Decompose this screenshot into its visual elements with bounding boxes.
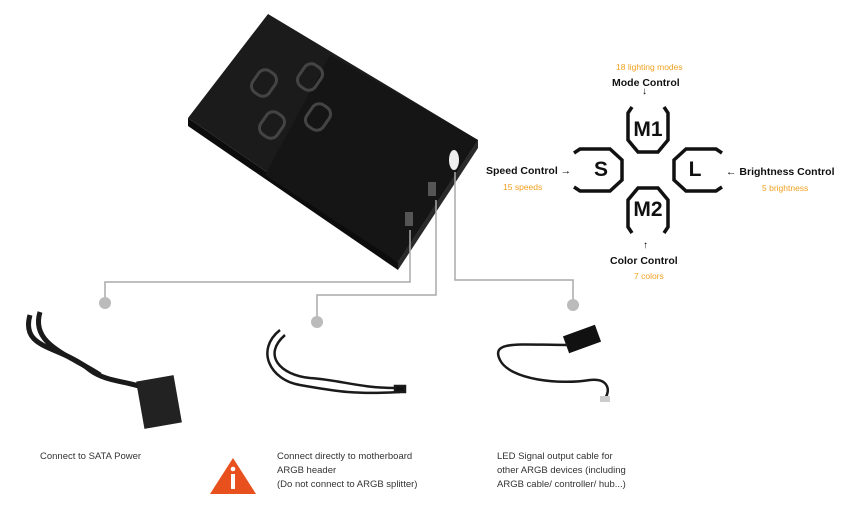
- warning-icon: [210, 458, 256, 494]
- caption-line: ARGB header: [277, 465, 337, 476]
- speed-control-detail: 15 speeds: [503, 182, 543, 192]
- connector-lines: [104, 172, 574, 318]
- caption-line: LED Signal output cable for: [497, 451, 613, 462]
- controller-device: [188, 14, 478, 270]
- argb-caption: Connect directly to motherboard ARGB hea…: [277, 450, 417, 492]
- mode-control-detail: 18 lighting modes: [616, 62, 683, 72]
- caption-line: ARGB cable/ controller/ hub...): [497, 479, 626, 490]
- caption-line: Connect directly to motherboard: [277, 451, 413, 462]
- led-caption: LED Signal output cable for other ARGB d…: [497, 450, 626, 492]
- brightness-control-label: ← Brightness Control: [726, 166, 835, 178]
- sata-cable: [25, 311, 182, 429]
- m2-button: M2: [633, 198, 663, 221]
- color-control-detail: 7 colors: [634, 271, 664, 281]
- sata-connector-dot: [99, 297, 111, 309]
- caption-line: other ARGB devices (including: [497, 465, 626, 476]
- led-connector-dot: [567, 299, 579, 311]
- button-layout-diagram: [573, 106, 723, 234]
- color-control-label: Color Control: [610, 255, 678, 267]
- argb-cable: [266, 329, 407, 395]
- l-button: L: [688, 158, 702, 181]
- m1-button: M1: [633, 118, 663, 141]
- s-button: S: [593, 158, 608, 181]
- caption-line: (Do not connect to ARGB splitter): [277, 479, 418, 490]
- up-arrow-icon: ↑: [643, 240, 648, 251]
- argb-connector-dot: [311, 316, 323, 328]
- down-arrow-icon: ↓: [642, 86, 647, 97]
- mode-control-label: Mode Control: [612, 77, 680, 89]
- brightness-control-detail: 5 brightness: [762, 183, 809, 193]
- led-cable: [496, 324, 610, 402]
- sata-caption: Connect to SATA Power: [40, 451, 142, 462]
- speed-control-label: Speed Control →: [486, 165, 572, 177]
